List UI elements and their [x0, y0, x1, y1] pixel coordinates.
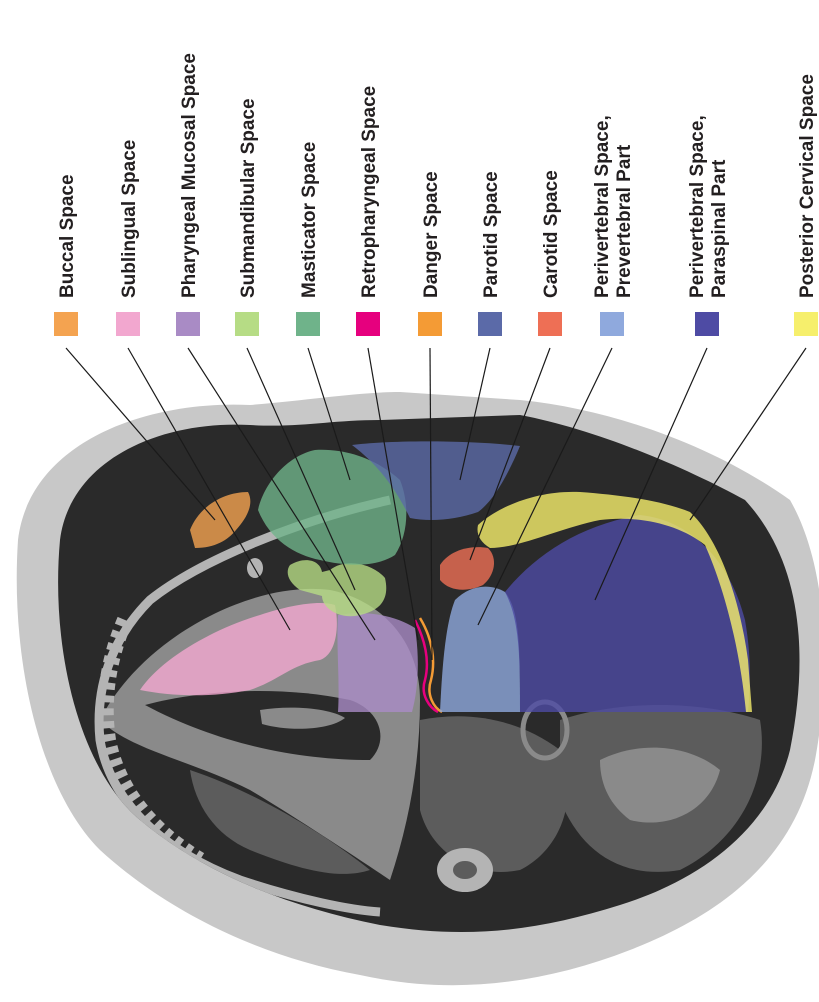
submandibular-legend-label: Submandibular Space [238, 98, 259, 298]
submandibular-legend-swatch [235, 312, 259, 336]
perivertebral-paraspinal-legend-label: Perivertebral Space, [687, 115, 708, 298]
perivertebral-prevertebral-legend-label: Prevertebral Part [614, 144, 635, 298]
perivertebral-prevertebral-legend-swatch [600, 312, 624, 336]
buccal-legend-label: Buccal Space [57, 174, 78, 298]
sublingual-legend-label: Sublingual Space [119, 140, 140, 298]
pharyngeal-mucosal-legend-swatch [176, 312, 200, 336]
sublingual-legend-swatch [116, 312, 140, 336]
retropharyngeal-legend-swatch [356, 312, 380, 336]
carotid-legend-label: Carotid Space [541, 170, 562, 298]
perivertebral-paraspinal-legend-swatch [695, 312, 719, 336]
perivertebral-paraspinal-legend-label: Paraspinal Part [709, 159, 730, 298]
parotid-legend-label: Parotid Space [481, 171, 502, 298]
danger-legend-label: Danger Space [421, 171, 442, 298]
buccal-legend-swatch [54, 312, 78, 336]
masticator-legend-swatch [296, 312, 320, 336]
vertebral-foramen [453, 861, 477, 879]
pharyngeal-mucosal-legend-label: Pharyngeal Mucosal Space [179, 53, 200, 298]
retropharyngeal-legend-label: Retropharyngeal Space [359, 86, 380, 298]
perivertebral-prevertebral-legend-label: Perivertebral Space, [592, 115, 613, 298]
masticator-legend-label: Masticator Space [299, 142, 320, 298]
carotid-legend-swatch [538, 312, 562, 336]
posterior-cervical-legend-label: Posterior Cervical Space [797, 74, 818, 298]
danger-legend-swatch [418, 312, 442, 336]
pharyngeal-mucosal-space-region[interactable] [337, 613, 417, 712]
posterior-cervical-legend-swatch [794, 312, 818, 336]
parotid-legend-swatch [478, 312, 502, 336]
